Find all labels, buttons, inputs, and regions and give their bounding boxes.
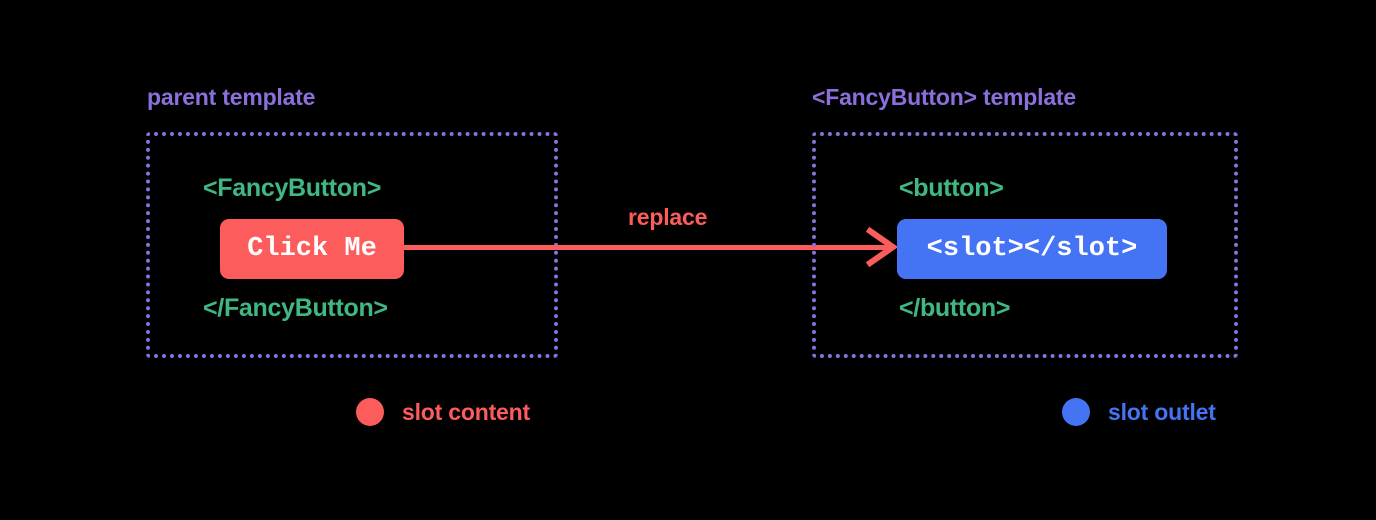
code-line-open-button: <button> (899, 174, 1004, 202)
legend-item-slot-outlet: slot outlet (1062, 398, 1216, 426)
arrow-head-icon (866, 227, 898, 267)
legend-item-slot-content: slot content (356, 398, 530, 426)
replace-label: replace (628, 204, 708, 230)
code-line-open-fancybutton: <FancyButton> (203, 174, 382, 202)
slot-content-chip[interactable]: Click Me (220, 219, 404, 279)
replace-arrow-line (404, 245, 894, 250)
fancybutton-template-panel (812, 132, 1238, 358)
code-line-close-button: </button> (899, 294, 1011, 322)
slot-content-dot-icon (356, 398, 384, 426)
legend-label-slot-outlet: slot outlet (1108, 398, 1216, 425)
fancybutton-template-label: <FancyButton> template (812, 84, 1076, 110)
slot-outlet-chip[interactable]: <slot></slot> (897, 219, 1167, 279)
parent-template-label: parent template (147, 84, 316, 110)
legend-label-slot-content: slot content (402, 398, 530, 425)
slot-outlet-dot-icon (1062, 398, 1090, 426)
code-line-close-fancybutton: </FancyButton> (203, 294, 388, 322)
